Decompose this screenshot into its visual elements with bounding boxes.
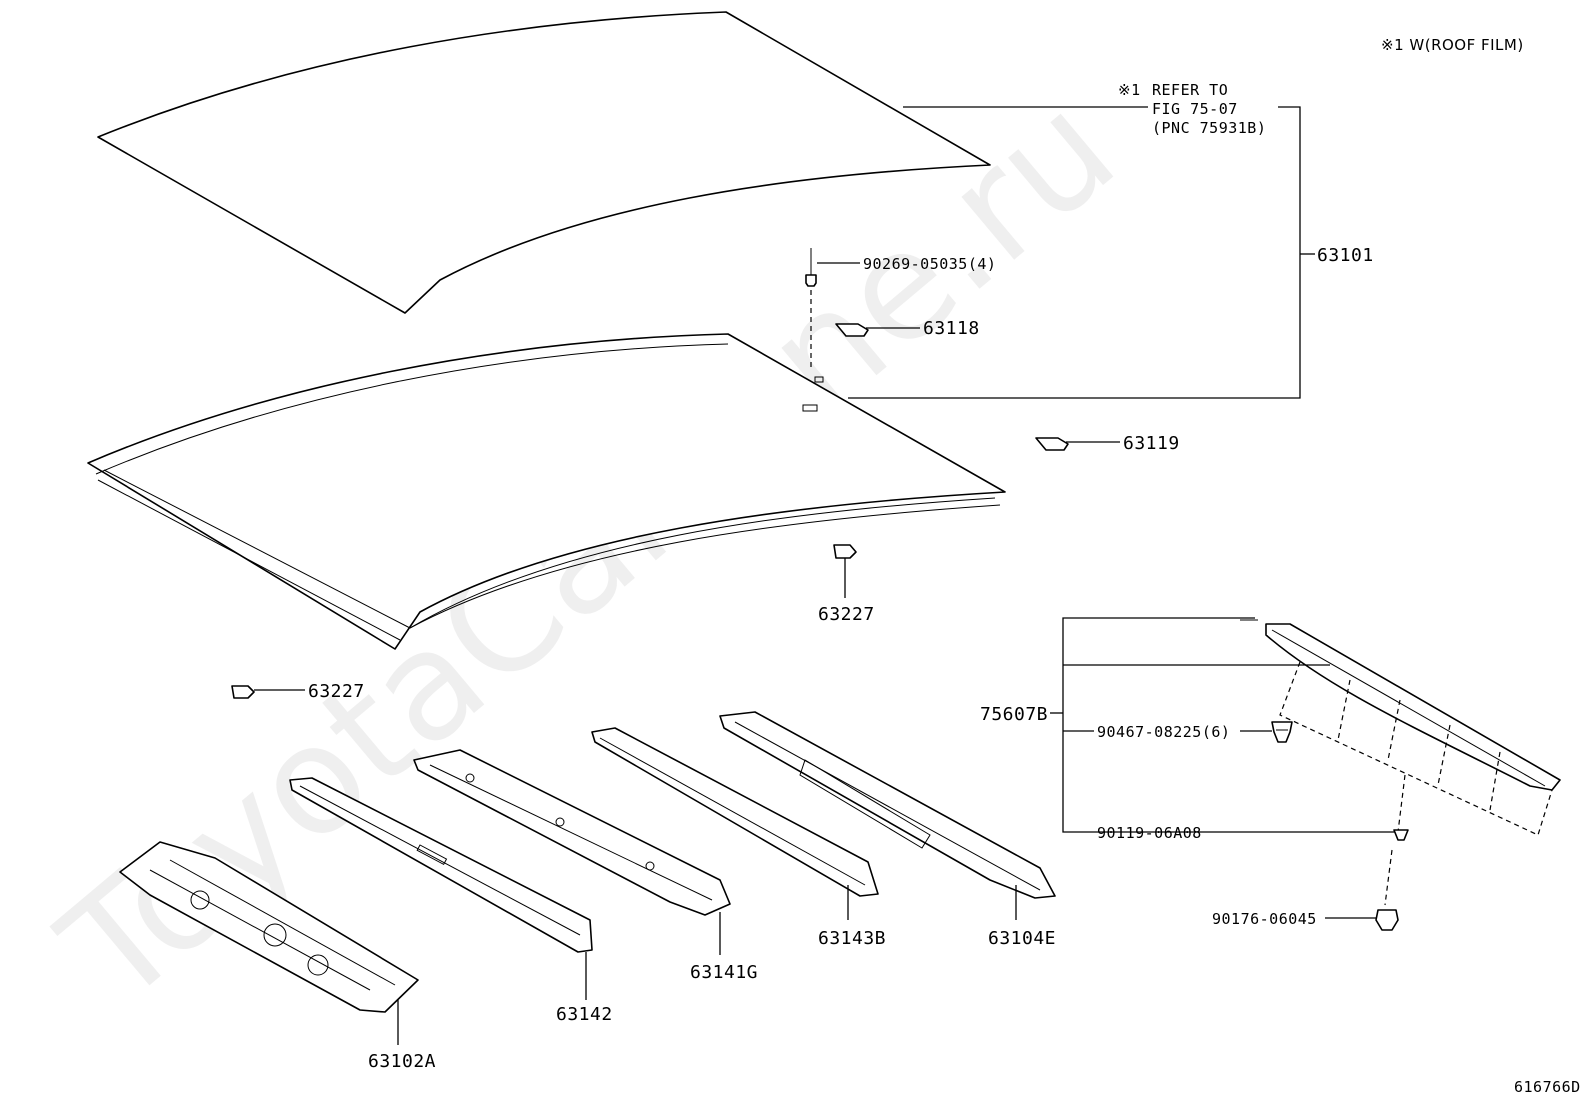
- refer-line-1: REFER TO: [1152, 81, 1228, 99]
- refer-marker: ※1: [1118, 81, 1141, 99]
- figure-id: 616766D: [1514, 1078, 1581, 1096]
- label-90176: 90176-06045: [1212, 910, 1317, 928]
- label-90119: 90119-06A08: [1097, 824, 1202, 842]
- label-90269: 90269-05035(4): [863, 255, 996, 273]
- label-63104E: 63104E: [988, 928, 1056, 949]
- panel-63102A-part[interactable]: [119, 841, 419, 1013]
- clip-90467-icon[interactable]: [1271, 721, 1293, 743]
- rail-63142-part[interactable]: [289, 777, 593, 953]
- label-63142: 63142: [556, 1004, 613, 1025]
- clip-90119-icon[interactable]: [1393, 829, 1409, 841]
- rail-63141G-part[interactable]: [413, 749, 731, 916]
- clip-63227-center-icon[interactable]: [833, 544, 857, 559]
- label-63143B: 63143B: [818, 928, 886, 949]
- label-63101: 63101: [1317, 245, 1374, 266]
- label-63119: 63119: [1123, 433, 1180, 454]
- bracket-63119-icon[interactable]: [1035, 437, 1069, 451]
- label-63102A: 63102A: [368, 1051, 436, 1072]
- clip-90176-icon[interactable]: [1375, 909, 1399, 931]
- label-90467: 90467-08225(6): [1097, 723, 1230, 741]
- label-63227-center: 63227: [818, 604, 875, 625]
- rear-spoiler-part[interactable]: [1240, 619, 1561, 791]
- clip-63227-left-icon[interactable]: [231, 685, 255, 699]
- bracket-63118-icon[interactable]: [835, 323, 869, 337]
- refer-line-3: (PNC 75931B): [1152, 119, 1266, 137]
- pin-90269-icon[interactable]: [805, 248, 817, 370]
- roof-panel-part[interactable]: [87, 333, 1006, 650]
- roof-film-note: ※1 W(ROOF FILM): [1381, 36, 1524, 54]
- label-63118: 63118: [923, 318, 980, 339]
- label-75607B: 75607B: [980, 704, 1048, 725]
- refer-line-2: FIG 75-07: [1152, 100, 1238, 118]
- label-63141G: 63141G: [690, 962, 758, 983]
- label-63227-left: 63227: [308, 681, 365, 702]
- rail-63143B-part[interactable]: [591, 727, 879, 897]
- roof-film-outline[interactable]: [97, 11, 991, 314]
- rail-63104E-part[interactable]: [719, 711, 1056, 899]
